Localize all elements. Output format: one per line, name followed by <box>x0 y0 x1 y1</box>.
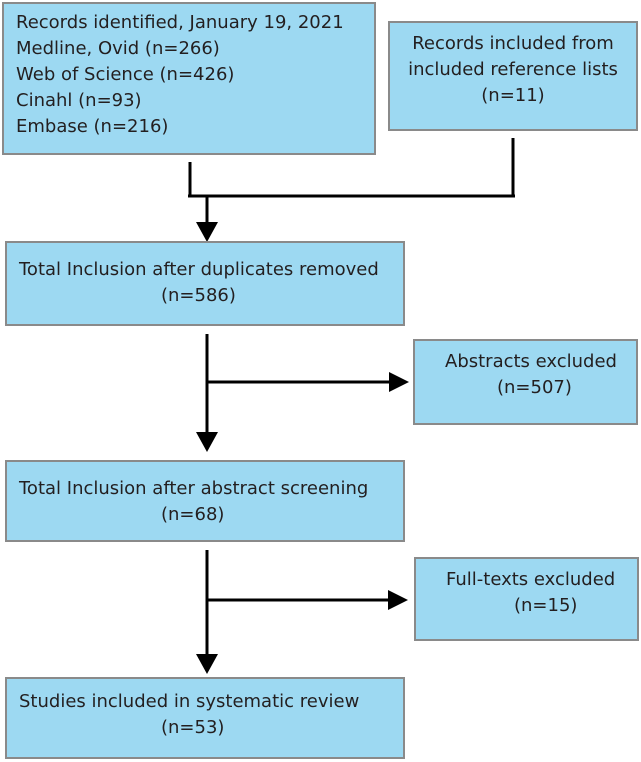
abstracts-excluded-title: Abstracts excluded <box>445 351 617 372</box>
web-of-science-count: Web of Science (n=426) <box>16 64 235 85</box>
after-duplicates-title: Total Inclusion after duplicates removed <box>19 259 379 280</box>
reference-lists-line-1: Records included from <box>412 33 614 54</box>
after-abstract-screening-title: Total Inclusion after abstract screening <box>19 478 369 499</box>
abstracts-excluded-box: Abstracts excluded (n=507) <box>413 339 638 425</box>
arrowhead-abstracts-excluded <box>389 372 409 392</box>
fulltexts-excluded-box: Full-texts excluded (n=15) <box>414 557 639 641</box>
arrowhead-duplicates <box>196 222 218 242</box>
fulltexts-excluded-count: (n=15) <box>514 595 578 616</box>
cinahl-count: Cinahl (n=93) <box>16 90 142 111</box>
studies-included-title: Studies included in systematic review <box>19 691 360 712</box>
records-identified-title: Records identified, January 19, 2021 <box>16 12 344 33</box>
after-duplicates-box: Total Inclusion after duplicates removed… <box>5 241 405 326</box>
arrowhead-fulltexts-excluded <box>388 590 408 610</box>
arrowhead-abstract-screening <box>196 432 218 452</box>
reference-lists-box: Records included from included reference… <box>388 21 638 131</box>
medline-count: Medline, Ovid (n=266) <box>16 38 220 59</box>
studies-included-box: Studies included in systematic review (n… <box>5 677 405 759</box>
fulltexts-excluded-title: Full-texts excluded <box>446 569 616 590</box>
arrowhead-included <box>196 654 218 674</box>
studies-included-count: (n=53) <box>161 717 225 738</box>
reference-lists-line-2: included reference lists <box>408 59 618 80</box>
records-identified-box: Records identified, January 19, 2021 Med… <box>2 2 376 155</box>
after-abstract-screening-box: Total Inclusion after abstract screening… <box>5 460 405 542</box>
abstracts-excluded-count: (n=507) <box>497 377 572 398</box>
after-abstract-screening-count: (n=68) <box>161 504 225 525</box>
reference-lists-count: (n=11) <box>481 85 545 106</box>
embase-count: Embase (n=216) <box>16 116 169 137</box>
after-duplicates-count: (n=586) <box>161 285 236 306</box>
